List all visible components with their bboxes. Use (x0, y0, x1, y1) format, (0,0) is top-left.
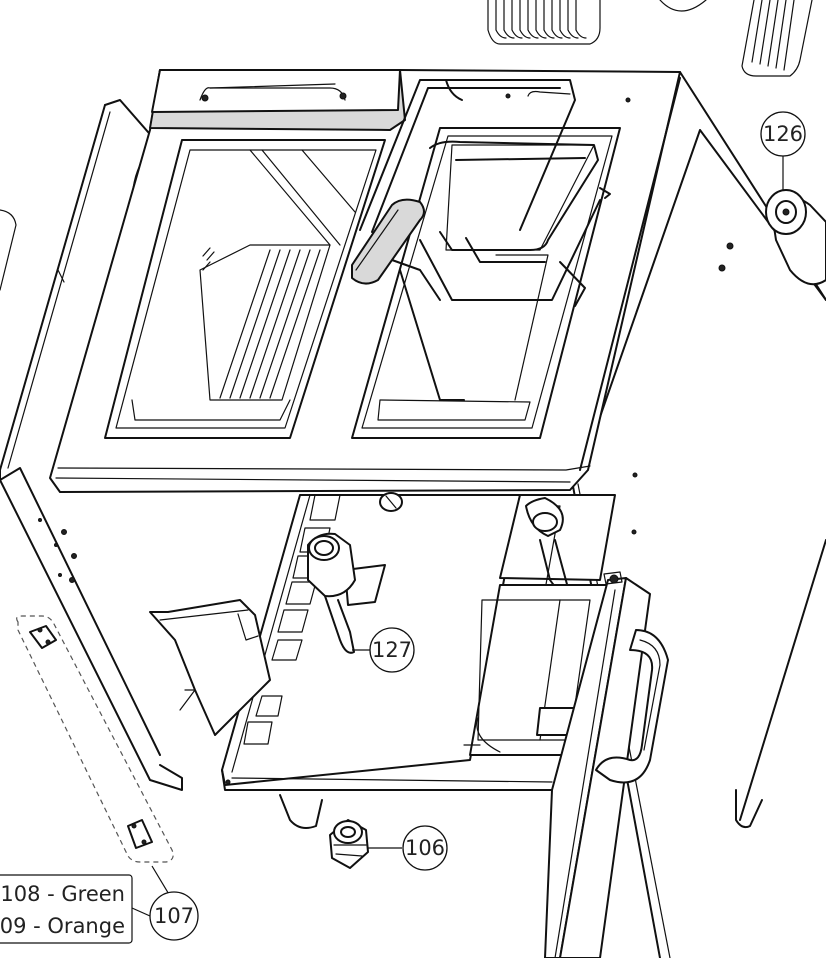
part-127-drain-valve (307, 532, 386, 654)
part-106-cable-gland (329, 819, 402, 869)
lower-frame (221, 492, 553, 829)
mounting-bracket (149, 599, 271, 736)
callout-126-label: 126 (763, 122, 803, 146)
callout-107: 107 (149, 891, 199, 941)
callout-106: 106 (402, 825, 448, 871)
callout-126: 126 (760, 111, 806, 157)
heating-element-coils-top (487, 0, 813, 77)
part-126-bushing (765, 154, 826, 286)
callout-127-label: 127 (372, 638, 412, 662)
callout-127: 127 (369, 627, 415, 673)
fry-basket (351, 79, 611, 401)
drawer-door (544, 571, 669, 958)
legend-line-orange: 109 - Orange (0, 914, 125, 938)
legend-line-green: 108 - Green (0, 882, 125, 906)
callout-107-label: 107 (154, 904, 194, 928)
left-side-panel (0, 99, 183, 791)
color-legend: 108 - Green 109 - Orange (0, 874, 151, 944)
callout-106-label: 106 (405, 836, 445, 860)
part-107-clip-set (16, 615, 174, 897)
